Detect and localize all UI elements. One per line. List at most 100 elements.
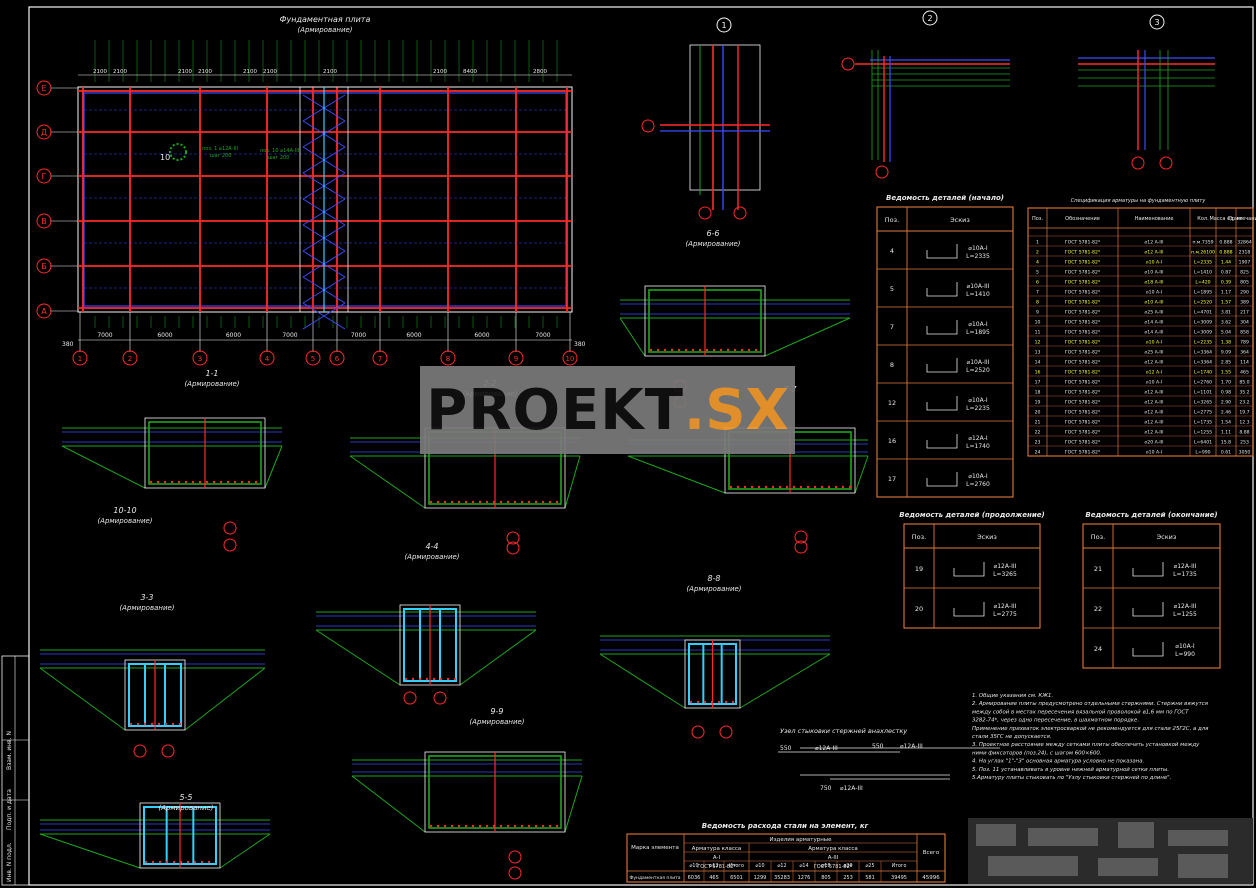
spec-cell: 389 — [1240, 300, 1249, 306]
spec-cell: 1.11 — [1221, 430, 1231, 436]
detail-pos: 22 — [1094, 605, 1102, 613]
spec-cell: ⌀10 А-I — [1146, 380, 1162, 386]
detail-length: L=1895 — [966, 329, 990, 336]
detail-pos: 5 — [890, 285, 894, 293]
span-dim-5: 6000 — [406, 332, 421, 339]
spec-cell: 24 — [1035, 450, 1041, 456]
top-dim-9: 2800 — [533, 69, 547, 75]
note-line: 3282-74*, через одно пересечение, в шахм… — [972, 718, 1139, 724]
detail-pos: 21 — [1094, 565, 1102, 573]
span-dim-0: 7000 — [97, 332, 112, 339]
spec-cell: L=420 — [1195, 280, 1210, 286]
section-44-title: 4-4 — [425, 542, 438, 551]
spec-cell: 364 — [1240, 350, 1249, 356]
spec-cell: 23 — [1035, 440, 1041, 446]
spec-cell: ⌀12 А-III — [1145, 250, 1164, 256]
span-dim-6: 6000 — [474, 332, 489, 339]
spec-cell: 3.62 — [1221, 320, 1231, 326]
spec-cell: 12 — [1035, 340, 1041, 346]
axis-number-3: 4 — [265, 355, 270, 363]
plan-note-2: шаг 200 — [210, 153, 231, 159]
spec-cell: 465 — [1240, 370, 1249, 376]
steel-col-3: ⌀10 — [756, 863, 765, 869]
detail-1: 1 6-6 (Армирование) — [641, 17, 770, 248]
spec-table: Спецификация арматуры на фундаментную пл… — [1027, 198, 1256, 457]
top-dim-5: 2100 — [263, 69, 277, 75]
spec-cell: 8 — [1036, 300, 1039, 306]
steel-title: Ведомость расхода стали на элемент, кг — [702, 822, 869, 830]
spec-cell: 1907 — [1239, 260, 1251, 266]
span-dim-7: 7000 — [535, 332, 550, 339]
detail-pos: 16 — [888, 437, 896, 445]
detail-length: L=2775 — [993, 611, 1017, 618]
node-t1: ⌀12А-III — [815, 745, 838, 752]
table-details_start: Ведомость деталей (начало)Поз.Эскиз4⌀10А… — [876, 194, 1014, 498]
watermark-dot: . — [683, 377, 706, 443]
spec-cell: 217 — [1240, 310, 1249, 316]
detail-diameter: ⌀12А-I — [968, 435, 988, 442]
detail-length: L=2760 — [966, 481, 990, 488]
spec-cell: 253 — [1240, 440, 1249, 446]
details_cont-head-sketch: Эскиз — [977, 533, 997, 541]
detail-2: 2 — [841, 10, 1010, 179]
spec-cell: ⌀10 А-I — [1146, 260, 1162, 266]
spec-cell: ГОСТ 5781-82* — [1065, 450, 1101, 456]
node-t2: ⌀12А-III — [900, 743, 923, 750]
spec-cell: ⌀14 А-III — [1145, 330, 1164, 336]
detail-row: 7⌀10А-IL=1895 — [890, 320, 990, 336]
spec-cell: L=2775 — [1194, 410, 1212, 416]
spec-cell: L=990 — [1195, 450, 1210, 456]
spec-cell: ГОСТ 5781-82* — [1065, 340, 1101, 346]
detail-diameter: ⌀10А-I — [1175, 643, 1195, 650]
plan-end-dim-right: 380 — [574, 341, 586, 348]
spec-cell: 7 — [1036, 290, 1039, 296]
note-line: 2. Армирование плиты предусмотрено отдел… — [972, 701, 1209, 707]
spec-cell: L=1410 — [1194, 270, 1212, 276]
spec-cell: ГОСТ 5781-82* — [1065, 430, 1101, 436]
note-line: 4. На углах "1"-"3" основная арматура ус… — [972, 759, 1144, 765]
node-d3: 750 — [820, 785, 832, 792]
spec-cell: 3.81 — [1221, 310, 1231, 316]
spec-cell: 0.39 — [1221, 280, 1231, 286]
axis-letter-4: Б — [41, 262, 47, 271]
steel-a3: А-III — [828, 855, 839, 861]
spec-cell: 114 — [1240, 360, 1249, 366]
spec-cell: 21 — [1035, 420, 1041, 426]
spec-cell: ГОСТ 5781-82* — [1065, 360, 1101, 366]
spec-cell: ⌀20 А-III — [1145, 440, 1164, 446]
note-line: ними фиксаторов (поз.24), с шагом 600×60… — [972, 750, 1102, 756]
spec-cell: L=1740 — [1194, 370, 1212, 376]
spec-cell: 19.7 — [1239, 410, 1249, 416]
section-66b — [619, 285, 851, 409]
spec-cell: ГОСТ 5781-82* — [1065, 320, 1101, 326]
note-line: 5. Поз. 11 устанавливать в уровне нижней… — [972, 767, 1169, 773]
spec-cell: ⌀12 А-III — [1145, 400, 1164, 406]
spec-cell: п.м.26100 — [1191, 250, 1215, 256]
stamp-label-2: Подп. и дата — [6, 789, 13, 830]
section-88: 8-8(Армирование) — [599, 574, 831, 739]
spec-cell: L=2335 — [1194, 260, 1212, 266]
detail-diameter: ⌀10А-III — [967, 359, 990, 366]
spec-cell: ГОСТ 5781-82* — [1065, 250, 1101, 256]
span-dim-4: 7000 — [351, 332, 366, 339]
section-1010-subtitle: (Армирование) — [97, 517, 152, 525]
steel-val-6: 805 — [821, 875, 831, 881]
spec-cell: 2.85 — [1221, 360, 1231, 366]
section-55: 5-5(Армирование) — [39, 793, 271, 869]
spec-cell: 9 — [1036, 310, 1039, 316]
steel-a1: А-I — [713, 855, 721, 861]
spec-cell: 1.70 — [1221, 380, 1231, 386]
spec-cell: 15.8 — [1221, 440, 1231, 446]
spec-cell: ГОСТ 5781-82* — [1065, 270, 1101, 276]
